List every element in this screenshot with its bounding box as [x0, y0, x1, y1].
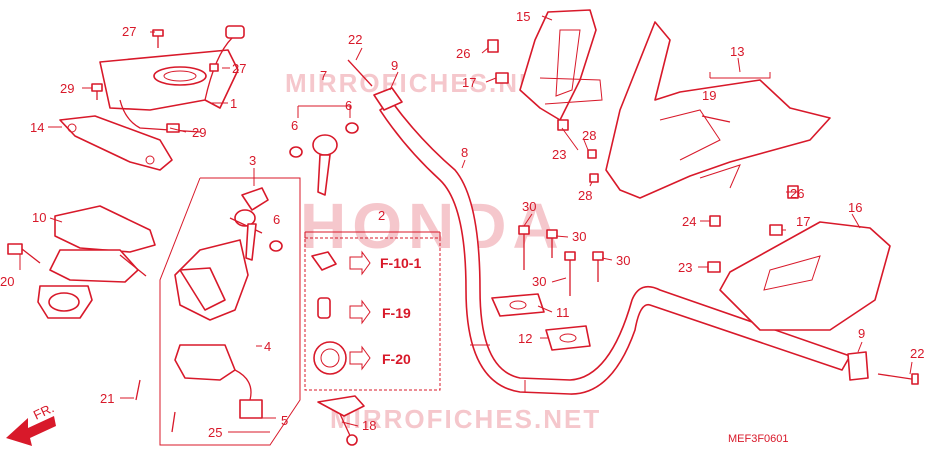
holder-12: [545, 325, 591, 351]
nut-17-right: [769, 224, 783, 236]
callout-30-c: 30: [616, 253, 630, 268]
bolt-20: [7, 243, 41, 264]
switch-18: [317, 395, 365, 446]
top-bridge-bracket: [59, 25, 245, 171]
bolt-27-top: [152, 29, 164, 48]
callout-24: 24: [682, 214, 696, 229]
callout-26-b: 26: [790, 186, 804, 201]
end-bolt-22-left: [347, 59, 373, 87]
key-7: [289, 105, 359, 196]
callout-25: 25: [208, 425, 222, 440]
handlebar-cover-13: [605, 21, 831, 199]
callout-9-b: 9: [858, 326, 865, 341]
callout-18: 18: [362, 418, 376, 433]
bolt-21: [135, 379, 141, 401]
callout-30-a: 30: [522, 199, 536, 214]
grip-end-9-left: [373, 87, 403, 111]
ignition-switch-assembly: [159, 177, 301, 446]
callout-2: 2: [378, 208, 385, 223]
callout-14: 14: [30, 120, 44, 135]
callout-26-a: 26: [456, 46, 470, 61]
cover-15: [519, 9, 603, 121]
callout-29-b: 29: [192, 125, 206, 140]
callout-28-a: 28: [582, 128, 596, 143]
bolt-26-top: [487, 39, 499, 53]
callout-3: 3: [249, 153, 256, 168]
callout-17-a: 17: [462, 75, 476, 90]
bolt-25: [171, 411, 176, 433]
diagram-code: MEF3F0601: [728, 433, 789, 445]
callout-22-a: 22: [348, 32, 362, 47]
screws-28: [587, 149, 599, 183]
callout-16: 16: [848, 200, 862, 215]
watermark-site-bottom: MIRROFICHES.NET: [330, 404, 601, 434]
callout-19: 19: [702, 88, 716, 103]
callout-21: 21: [100, 391, 114, 406]
callout-6-b: 6: [345, 98, 352, 113]
ref-f-10-1: F-10-1: [380, 255, 421, 271]
callout-27-a: 27: [122, 24, 136, 39]
callout-12: 12: [518, 331, 532, 346]
callout-20: 20: [0, 274, 14, 289]
grip-end-9-right: [847, 351, 869, 381]
ref-f-19: F-19: [382, 305, 411, 321]
front-direction-arrow: [6, 416, 56, 446]
callout-9-a: 9: [391, 58, 398, 73]
cover-16: [719, 221, 891, 331]
end-bolt-22-right: [877, 373, 919, 385]
callout-8: 8: [461, 145, 468, 160]
leader-lines: [19, 15, 913, 433]
callout-5: 5: [281, 413, 288, 428]
callout-6-a: 6: [291, 118, 298, 133]
callout-11: 11: [556, 305, 570, 320]
callout-28-b: 28: [578, 188, 592, 203]
handlebar-pipe: [379, 101, 851, 395]
callout-23-b: 23: [678, 260, 692, 275]
reference-box: [304, 231, 441, 391]
watermark-brand: HONDA: [300, 190, 565, 262]
holder-11: [491, 293, 545, 317]
nut-24: [709, 215, 721, 227]
bolt-29-left: [91, 83, 103, 100]
callout-23-a: 23: [552, 147, 566, 162]
callout-27-b: 27: [232, 61, 246, 76]
callout-4: 4: [264, 339, 271, 354]
callout-labels: 1 27 27 29 29 14 10 20 7 6 6 6 3 2 4 5 2…: [0, 9, 924, 440]
nut-23-mid: [557, 119, 569, 131]
handlebar-holder: [37, 205, 156, 319]
ref-f-20: F-20: [382, 351, 411, 367]
nut-17-top: [495, 72, 509, 84]
callout-17-b: 17: [796, 214, 810, 229]
callout-22-b: 22: [910, 346, 924, 361]
nut-23-low: [707, 261, 721, 273]
callout-30-b: 30: [572, 229, 586, 244]
callout-30-d: 30: [532, 274, 546, 289]
callout-10: 10: [32, 210, 46, 225]
watermark-site-top: MIRROFICHES.NET: [285, 68, 556, 98]
callout-1: 1: [230, 96, 237, 111]
callout-6-c: 6: [273, 212, 280, 227]
bolt-29-right: [166, 123, 180, 133]
bolt-27-side: [209, 63, 219, 72]
callout-13: 13: [730, 44, 744, 59]
callout-7: 7: [320, 68, 327, 83]
callout-29-a: 29: [60, 81, 74, 96]
callout-15: 15: [516, 9, 530, 24]
